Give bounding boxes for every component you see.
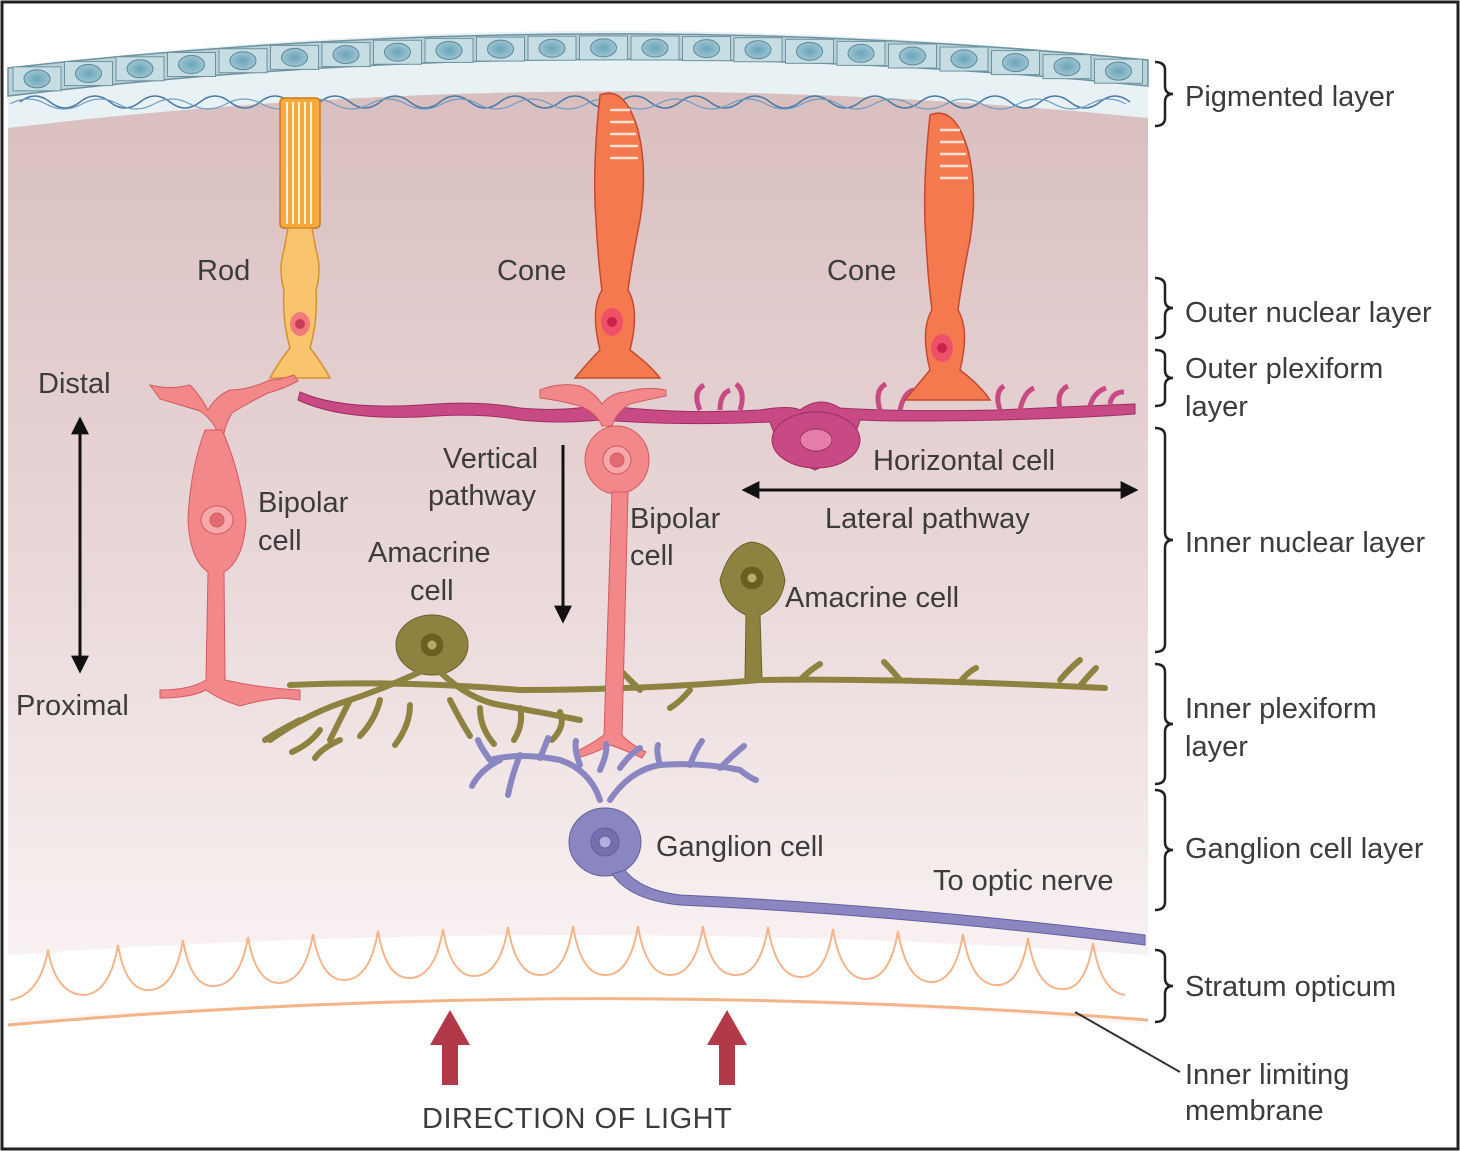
pigmented-layer-label: Pigmented layer	[1185, 81, 1395, 113]
horizontal-cell-label: Horizontal cell	[873, 445, 1055, 477]
pigment-cell-nucleus	[487, 39, 514, 59]
inner-limiting-membrane	[7, 997, 1149, 1027]
cone-right-label: Cone	[827, 255, 896, 287]
horizontal-cell	[297, 381, 1136, 471]
pigment-cell-nucleus	[1002, 53, 1029, 73]
bipolar-left-label-2: cell	[258, 525, 302, 557]
cone-cell-right	[903, 112, 992, 401]
inner-nuclear-layer-label: Inner nuclear layer	[1185, 527, 1426, 559]
bipolar-cell-left	[148, 374, 301, 707]
amacrine-left-label-2: cell	[410, 575, 454, 607]
pigment-cell-nucleus	[23, 69, 51, 89]
amacrine-cell-right	[719, 541, 786, 681]
cone-left-label: Cone	[497, 255, 566, 287]
cone-cell-left	[573, 92, 662, 379]
pigment-cell-nucleus	[950, 49, 978, 69]
rod-label: Rod	[197, 255, 250, 287]
light-arrow-right	[707, 1010, 747, 1085]
pigment-cell-nucleus	[1053, 57, 1081, 77]
pigment-cell-nucleus	[796, 41, 823, 61]
amacrine-processes	[262, 657, 1108, 761]
outer-plexiform-label-1: Outer plexiform	[1185, 353, 1383, 385]
inner-limiting-pointer	[1074, 1011, 1181, 1073]
inner-plexiform-label-2: layer	[1185, 731, 1248, 763]
ganglion-cell-layer-label: Ganglion cell layer	[1185, 833, 1424, 865]
muller-endfeet	[9, 925, 1126, 1001]
pigment-cell-nucleus	[126, 59, 154, 79]
inner-limiting-label-1: Inner limiting	[1185, 1059, 1349, 1091]
pigment-cell-nucleus	[847, 43, 875, 63]
distal-label: Distal	[38, 368, 111, 400]
bipolar-cell-center	[539, 384, 667, 759]
light-arrow-left	[430, 1010, 470, 1085]
pigment-cell-nucleus	[590, 38, 617, 58]
pigment-cell-nucleus	[899, 46, 926, 66]
pigment-cell-nucleus	[332, 45, 360, 65]
direction-of-light-label: DIRECTION OF LIGHT	[422, 1103, 732, 1135]
inner-plexiform-label-1: Inner plexiform	[1185, 693, 1377, 725]
ganglion-cell	[469, 735, 1146, 946]
pigment-cell-nucleus	[744, 40, 772, 60]
stratum-opticum-label: Stratum opticum	[1185, 971, 1396, 1003]
pigmented-layer	[7, 30, 1149, 128]
pigment-cell-nucleus	[435, 40, 463, 60]
outer-nuclear-layer-label: Outer nuclear layer	[1185, 297, 1432, 329]
layer-brackets	[1154, 60, 1174, 1024]
vertical-pathway-label-2: pathway	[428, 480, 537, 512]
bipolar-center-label-1: Bipolar	[630, 503, 721, 535]
amacrine-right-label: Amacrine cell	[785, 582, 959, 614]
rod-cell	[268, 97, 332, 379]
bipolar-center-label-2: cell	[630, 540, 674, 572]
pigment-cell-nucleus	[75, 64, 102, 84]
bipolar-left-label-1: Bipolar	[258, 487, 349, 519]
pigment-cell-nucleus	[384, 42, 411, 62]
pigment-cell-nucleus	[281, 47, 308, 67]
amacrine-left-label-1: Amacrine	[368, 537, 491, 569]
amacrine-cell-left	[395, 614, 469, 676]
pigment-cell-nucleus	[1105, 61, 1132, 81]
outer-plexiform-label-2: layer	[1185, 391, 1248, 423]
inner-limiting-label-2: membrane	[1185, 1095, 1324, 1127]
pigment-cell-nucleus	[538, 38, 566, 58]
vertical-pathway-label-1: Vertical	[443, 443, 538, 475]
pigment-cell-nucleus	[693, 39, 720, 59]
pigment-cell-nucleus	[229, 51, 257, 71]
proximal-label: Proximal	[16, 690, 129, 722]
lateral-pathway-label: Lateral pathway	[825, 503, 1030, 535]
pigment-cell-nucleus	[178, 55, 205, 75]
optic-nerve-label: To optic nerve	[933, 865, 1114, 897]
pigment-cell-nucleus	[641, 38, 669, 58]
stratum-opticum-band	[8, 935, 1148, 1020]
ganglion-cell-label: Ganglion cell	[656, 831, 824, 863]
